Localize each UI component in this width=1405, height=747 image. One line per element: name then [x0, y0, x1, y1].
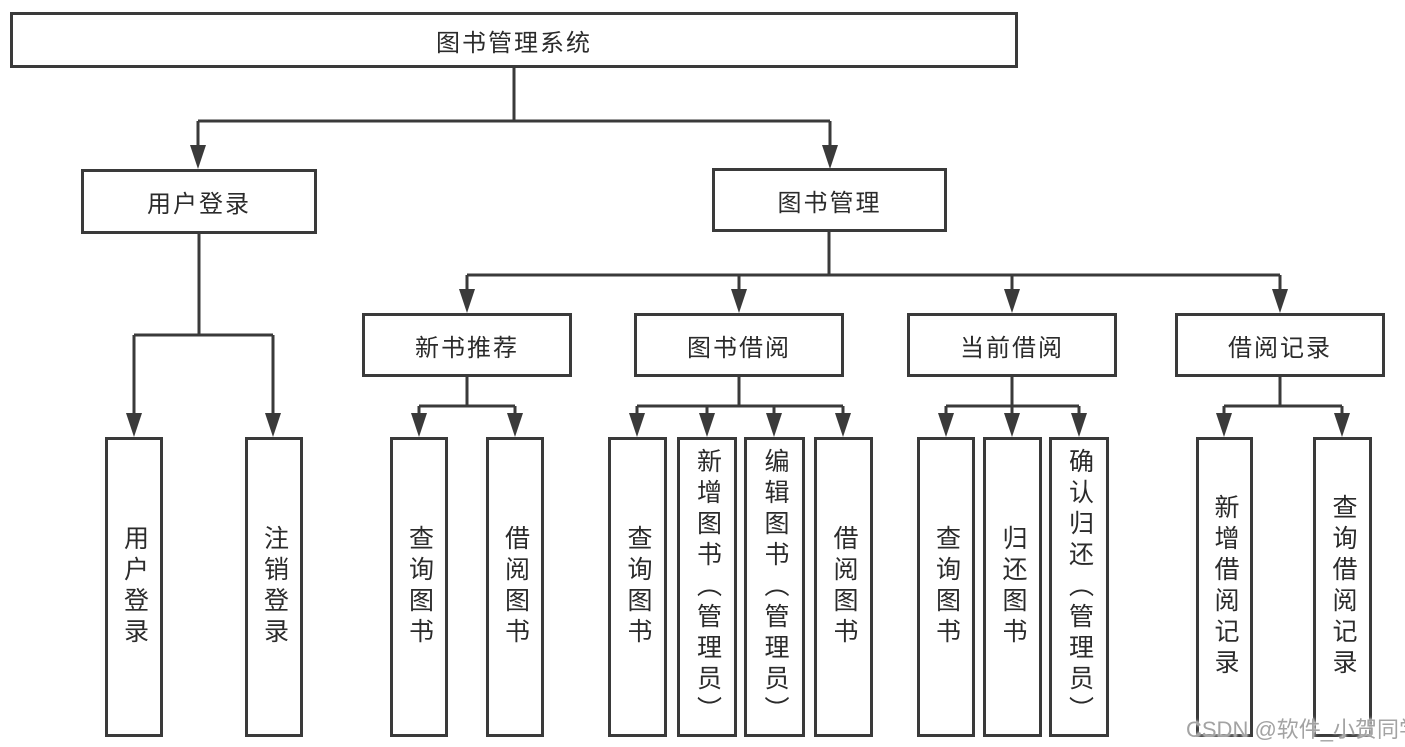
- node-user-login-branch: 用户登录: [81, 169, 317, 234]
- leaf-query-books-current: 查询图书: [917, 437, 975, 737]
- leaf-borrow-books-recommend-label: 借阅图书: [501, 525, 530, 649]
- leaf-query-books-current-label: 查询图书: [932, 525, 961, 649]
- arrow-icon: [629, 413, 645, 437]
- node-book-borrowing: 图书借阅: [634, 313, 844, 377]
- node-book-borrowing-label: 图书借阅: [687, 334, 791, 362]
- node-current-borrowing-label: 当前借阅: [960, 334, 1064, 362]
- arrow-icon: [507, 413, 523, 437]
- arrow-icon: [459, 289, 475, 313]
- leaf-query-books-recommend-label: 查询图书: [405, 525, 434, 649]
- arrow-icon: [822, 145, 838, 169]
- leaf-add-book-admin-label: 新增图书（管理员）: [693, 447, 722, 727]
- arrow-icon: [1071, 413, 1087, 437]
- node-library-system-label: 图书管理系统: [436, 29, 592, 57]
- csdn-watermark: CSDN @软件_小贺同学: [1186, 717, 1405, 742]
- arrow-icon: [1272, 289, 1288, 313]
- leaf-logout-label: 注销登录: [260, 525, 289, 649]
- leaf-user-login: 用户登录: [105, 437, 163, 737]
- leaf-query-books-recommend: 查询图书: [390, 437, 448, 737]
- node-user-login-branch-label: 用户登录: [147, 191, 251, 218]
- leaf-edit-book-admin: 编辑图书（管理员）: [744, 437, 805, 737]
- arrow-icon: [265, 413, 281, 437]
- node-book-management: 图书管理: [712, 168, 947, 232]
- arrow-icon: [1004, 413, 1020, 437]
- leaf-user-login-label: 用户登录: [120, 525, 149, 649]
- arrow-icon: [766, 413, 782, 437]
- leaf-query-books-borrowing-label: 查询图书: [624, 525, 652, 649]
- leaf-borrow-books: 借阅图书: [814, 437, 873, 737]
- node-new-book-recommendation: 新书推荐: [362, 313, 572, 377]
- node-library-system: 图书管理系统: [10, 12, 1018, 68]
- tree-edges: [132, 68, 1344, 420]
- arrowhead-icons: [126, 145, 1350, 437]
- arrow-icon: [731, 289, 747, 313]
- leaf-add-borrow-record-label: 新增借阅记录: [1211, 494, 1239, 680]
- leaf-borrow-books-label: 借阅图书: [830, 525, 858, 649]
- arrow-icon: [938, 413, 954, 437]
- arrow-icon: [835, 413, 851, 437]
- leaf-borrow-books-recommend: 借阅图书: [486, 437, 544, 737]
- arrow-icon: [699, 413, 715, 437]
- arrow-icon: [190, 145, 206, 169]
- node-borrowing-records: 借阅记录: [1175, 313, 1385, 377]
- arrow-icon: [1004, 289, 1020, 313]
- arrow-icon: [126, 413, 142, 437]
- leaf-add-borrow-record: 新增借阅记录: [1196, 437, 1253, 737]
- arrow-icon: [1216, 413, 1232, 437]
- leaf-query-borrow-record: 查询借阅记录: [1313, 437, 1372, 737]
- leaf-query-books-borrowing: 查询图书: [608, 437, 667, 737]
- node-borrowing-records-label: 借阅记录: [1228, 334, 1332, 362]
- leaf-add-book-admin: 新增图书（管理员）: [677, 437, 737, 737]
- arrow-icon: [1334, 413, 1350, 437]
- node-new-book-recommendation-label: 新书推荐: [415, 334, 519, 362]
- leaf-query-borrow-record-label: 查询借阅记录: [1329, 494, 1357, 680]
- leaf-return-books-label: 归还图书: [999, 525, 1027, 649]
- leaf-confirm-return-admin: 确认归还（管理员）: [1049, 437, 1109, 737]
- leaf-return-books: 归还图书: [983, 437, 1042, 737]
- leaf-logout: 注销登录: [245, 437, 303, 737]
- node-current-borrowing: 当前借阅: [907, 313, 1117, 377]
- leaf-confirm-return-admin-label: 确认归还（管理员）: [1065, 447, 1094, 727]
- node-book-management-label: 图书管理: [777, 189, 882, 217]
- arrow-icon: [411, 413, 427, 437]
- leaf-edit-book-admin-label: 编辑图书（管理员）: [761, 447, 789, 727]
